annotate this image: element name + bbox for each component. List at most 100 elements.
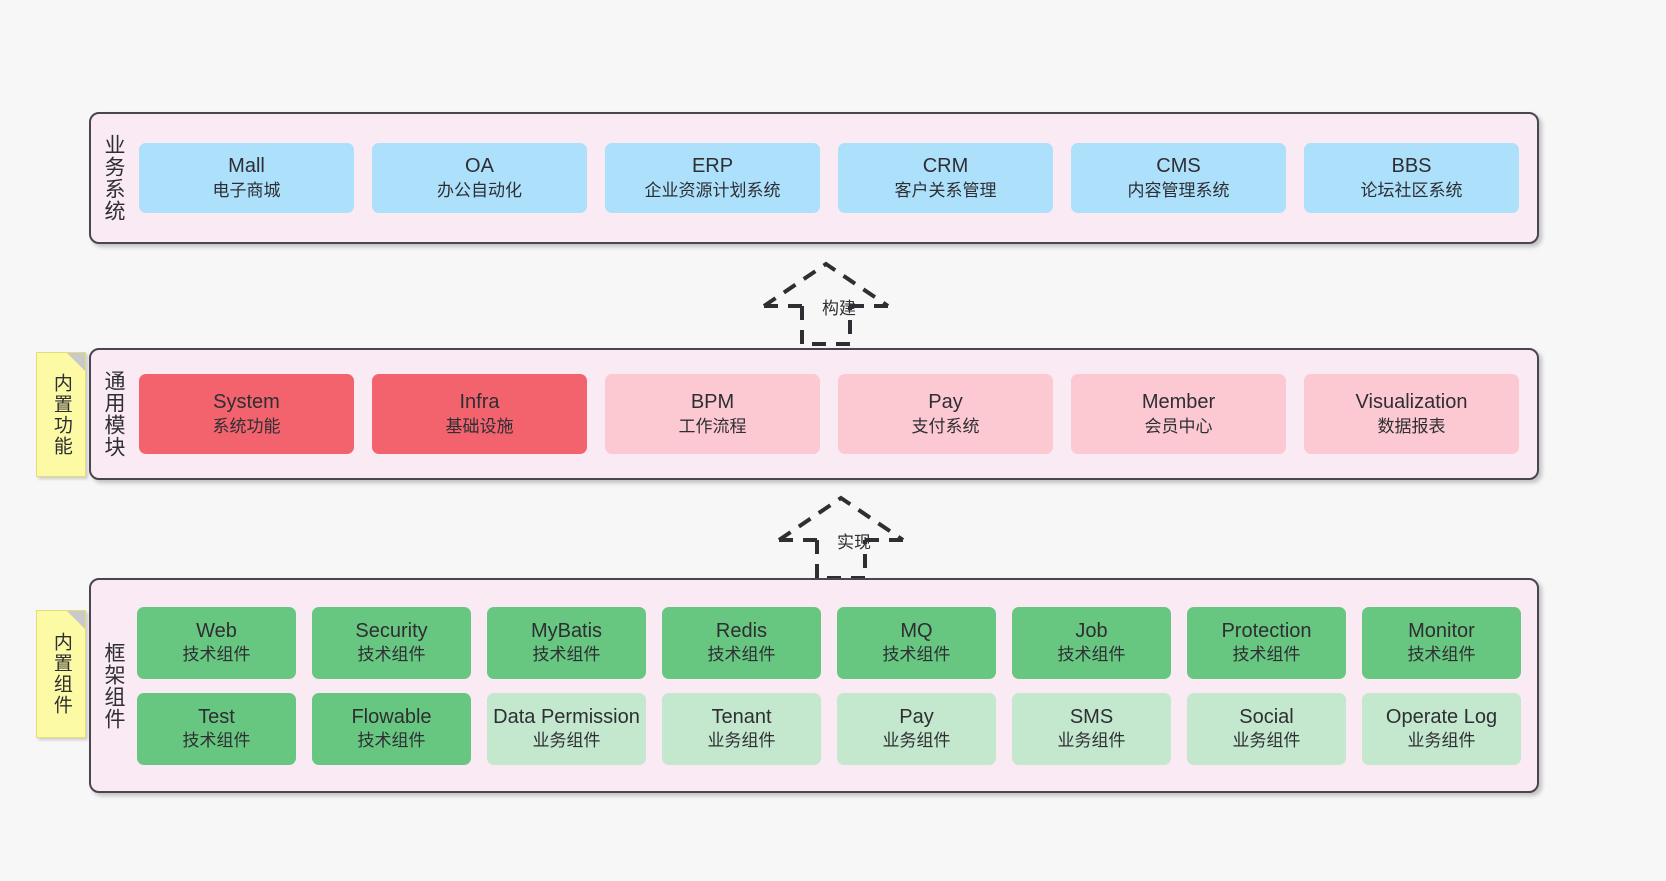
module-subtitle: 技术组件 <box>1057 645 1126 665</box>
module-name: Pay <box>928 391 963 414</box>
layer-title-common: 通用模块 <box>101 370 125 458</box>
module-subtitle: 技术组件 <box>182 645 251 665</box>
module-subtitle: 业务组件 <box>1232 731 1301 751</box>
module-name: MyBatis <box>530 619 603 642</box>
module-name: Redis <box>715 619 768 642</box>
layer-title-frame: 框架组件 <box>101 641 125 730</box>
module-subtitle: 系统功能 <box>212 416 281 436</box>
module-name: Test <box>198 705 235 728</box>
layer-body-business: Mall 电子商城 OA 办公自动化 ERP 企业资源计划系统 CRM 客户关系… <box>135 114 1537 242</box>
module-card-test[interactable]: Test 技术组件 <box>137 692 296 765</box>
module-name: System <box>213 391 280 414</box>
connector-label-build: 构建 <box>822 299 856 318</box>
module-name: Security <box>355 619 428 642</box>
module-subtitle: 支付系统 <box>911 416 980 436</box>
module-subtitle: 技术组件 <box>1407 645 1476 665</box>
module-card-sms[interactable]: SMS 业务组件 <box>1012 692 1171 765</box>
layer-row: Test 技术组件 Flowable 技术组件 Data Permission … <box>137 692 1521 765</box>
module-subtitle: 技术组件 <box>707 645 776 665</box>
layer-panel-business: 业务系统 Mall 电子商城 OA 办公自动化 ERP 企业资源计划系统 CRM… <box>89 112 1539 244</box>
layer-body-common: System 系统功能 Infra 基础设施 BPM 工作流程 Pay 支付系统… <box>135 350 1537 478</box>
module-name: Job <box>1075 619 1108 642</box>
module-subtitle: 业务组件 <box>882 731 951 751</box>
module-subtitle: 基础设施 <box>445 416 514 436</box>
module-name: OA <box>465 155 494 178</box>
module-name: BBS <box>1391 155 1432 178</box>
module-name: Infra <box>459 391 500 414</box>
module-card-data-permission[interactable]: Data Permission 业务组件 <box>487 692 646 765</box>
module-subtitle: 数据报表 <box>1377 416 1446 436</box>
module-subtitle: 企业资源计划系统 <box>644 180 781 200</box>
module-card-redis[interactable]: Redis 技术组件 <box>662 606 821 679</box>
module-card-pay[interactable]: Pay 支付系统 <box>838 374 1053 454</box>
module-card-security[interactable]: Security 技术组件 <box>312 606 471 679</box>
module-name: Pay <box>899 705 934 728</box>
sticky-note-builtin-function: 内置功能 <box>36 352 86 477</box>
module-name: Data Permission <box>493 705 640 728</box>
layer-panel-frame: 框架组件 Web 技术组件 Security 技术组件 MyBatis 技术组件… <box>89 578 1539 793</box>
module-subtitle: 内容管理系统 <box>1127 180 1230 200</box>
module-name: SMS <box>1069 705 1114 728</box>
layer-row: System 系统功能 Infra 基础设施 BPM 工作流程 Pay 支付系统… <box>139 374 1519 454</box>
module-card-pay-business[interactable]: Pay 业务组件 <box>837 692 996 765</box>
module-subtitle: 电子商城 <box>212 180 281 200</box>
module-card-flowable[interactable]: Flowable 技术组件 <box>312 692 471 765</box>
module-name: Protection <box>1221 619 1312 642</box>
layer-title-business: 业务系统 <box>101 134 125 222</box>
sticky-note-label: 内置组件 <box>50 632 72 716</box>
module-card-protection[interactable]: Protection 技术组件 <box>1187 606 1346 679</box>
sticky-note-builtin-component: 内置组件 <box>36 610 86 738</box>
module-name: Operate Log <box>1385 705 1498 728</box>
module-card-monitor[interactable]: Monitor 技术组件 <box>1362 606 1521 679</box>
module-subtitle: 技术组件 <box>1232 645 1301 665</box>
module-subtitle: 办公自动化 <box>437 180 522 200</box>
module-name: Monitor <box>1408 619 1475 642</box>
module-card-erp[interactable]: ERP 企业资源计划系统 <box>605 143 820 213</box>
layer-row: Mall 电子商城 OA 办公自动化 ERP 企业资源计划系统 CRM 客户关系… <box>139 143 1519 213</box>
module-name: Social <box>1239 705 1294 728</box>
module-name: Mall <box>228 155 265 178</box>
module-name: Visualization <box>1355 391 1468 414</box>
module-card-operate-log[interactable]: Operate Log 业务组件 <box>1362 692 1521 765</box>
module-subtitle: 会员中心 <box>1144 416 1213 436</box>
module-subtitle: 论坛社区系统 <box>1360 180 1463 200</box>
module-card-job[interactable]: Job 技术组件 <box>1012 606 1171 679</box>
module-card-mybatis[interactable]: MyBatis 技术组件 <box>487 606 646 679</box>
module-name: BPM <box>690 391 735 414</box>
module-subtitle: 技术组件 <box>882 645 951 665</box>
module-card-web[interactable]: Web 技术组件 <box>137 606 296 679</box>
sticky-note-label: 内置功能 <box>50 372 72 457</box>
module-subtitle: 工作流程 <box>678 416 747 436</box>
module-subtitle: 业务组件 <box>707 731 776 751</box>
module-card-system[interactable]: System 系统功能 <box>139 374 354 454</box>
module-name: Tenant <box>711 705 772 728</box>
module-subtitle: 技术组件 <box>357 645 426 665</box>
module-card-mq[interactable]: MQ 技术组件 <box>837 606 996 679</box>
module-card-social[interactable]: Social 业务组件 <box>1187 692 1346 765</box>
layer-body-frame: Web 技术组件 Security 技术组件 MyBatis 技术组件 Redi… <box>135 580 1537 791</box>
module-subtitle: 技术组件 <box>532 645 601 665</box>
module-card-cms[interactable]: CMS 内容管理系统 <box>1071 143 1286 213</box>
module-name: Member <box>1141 391 1216 414</box>
connector-implement: 实现 <box>769 492 919 582</box>
connector-label-implement: 实现 <box>837 533 871 552</box>
module-card-infra[interactable]: Infra 基础设施 <box>372 374 587 454</box>
module-subtitle: 业务组件 <box>1057 731 1126 751</box>
module-subtitle: 客户关系管理 <box>894 180 997 200</box>
module-subtitle: 技术组件 <box>182 731 251 751</box>
module-name: Flowable <box>351 705 432 728</box>
module-card-bbs[interactable]: BBS 论坛社区系统 <box>1304 143 1519 213</box>
module-card-mall[interactable]: Mall 电子商城 <box>139 143 354 213</box>
module-subtitle: 业务组件 <box>1407 731 1476 751</box>
module-card-crm[interactable]: CRM 客户关系管理 <box>838 143 1053 213</box>
module-name: Web <box>196 619 237 642</box>
module-card-visualization[interactable]: Visualization 数据报表 <box>1304 374 1519 454</box>
layer-row: Web 技术组件 Security 技术组件 MyBatis 技术组件 Redi… <box>137 606 1521 679</box>
connector-build: 构建 <box>754 258 904 348</box>
module-card-bpm[interactable]: BPM 工作流程 <box>605 374 820 454</box>
module-card-tenant[interactable]: Tenant 业务组件 <box>662 692 821 765</box>
module-card-member[interactable]: Member 会员中心 <box>1071 374 1286 454</box>
module-card-oa[interactable]: OA 办公自动化 <box>372 143 587 213</box>
generalization-arrow-icon <box>762 261 890 346</box>
